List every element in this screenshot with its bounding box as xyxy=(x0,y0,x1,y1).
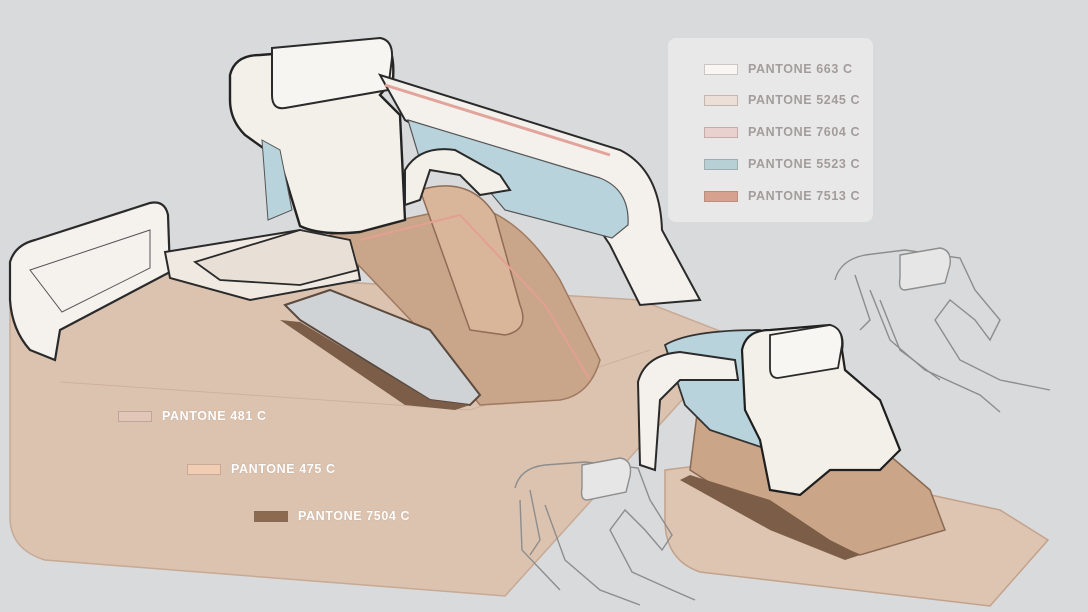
legend-item: PANTONE 7604 C xyxy=(704,125,860,139)
color-legend-panel: PANTONE 663 C PANTONE 5245 C PANTONE 760… xyxy=(668,38,873,222)
legend-item: PANTONE 7513 C xyxy=(704,189,860,203)
seat-side-glass xyxy=(261,139,293,221)
color-swatch xyxy=(704,63,738,75)
medium-console-sketch xyxy=(636,323,1050,607)
tunnel-highlight xyxy=(419,185,524,336)
color-swatch xyxy=(704,158,738,170)
seat-cushion xyxy=(192,229,360,286)
tunnel-rose-line xyxy=(359,213,591,381)
color-swatch xyxy=(254,510,288,522)
legend-label: PANTONE 475 C xyxy=(231,462,336,476)
medium-left-shell xyxy=(636,350,740,472)
legend-label: PANTONE 5523 C xyxy=(748,157,861,171)
left-shell-inner xyxy=(29,229,151,313)
main-console-sketch xyxy=(8,36,740,597)
door-window-glass xyxy=(407,119,629,239)
medium-dark-tray xyxy=(680,475,860,560)
color-swatch xyxy=(118,410,152,422)
base-legend-item: PANTONE 7504 C xyxy=(254,509,410,523)
storage-tray xyxy=(283,288,482,407)
legend-item: PANTONE 663 C xyxy=(704,62,853,76)
base-legend-item: PANTONE 481 C xyxy=(118,409,267,423)
color-swatch xyxy=(704,190,738,202)
legend-label: PANTONE 7504 C xyxy=(298,509,411,523)
legend-label: PANTONE 7604 C xyxy=(748,125,861,139)
ghost-sketch-bottom xyxy=(514,457,696,606)
arm-rail xyxy=(404,148,512,207)
door-rose-trim xyxy=(384,83,611,157)
color-swatch xyxy=(704,126,738,138)
legend-label: PANTONE 7513 C xyxy=(748,189,861,203)
left-side-shell xyxy=(8,201,172,362)
ghost-sketch-top-right xyxy=(834,247,1051,413)
legend-label: PANTONE 481 C xyxy=(162,409,267,423)
color-swatch xyxy=(704,94,738,106)
storage-tray-shadow xyxy=(280,320,470,410)
color-swatch xyxy=(187,463,221,475)
medium-headrest xyxy=(769,324,843,379)
legend-label: PANTONE 663 C xyxy=(748,62,853,76)
base-legend-item: PANTONE 475 C xyxy=(187,462,336,476)
legend-item: PANTONE 5245 C xyxy=(704,93,860,107)
legend-item: PANTONE 5523 C xyxy=(704,157,860,171)
legend-label: PANTONE 5245 C xyxy=(748,93,861,107)
